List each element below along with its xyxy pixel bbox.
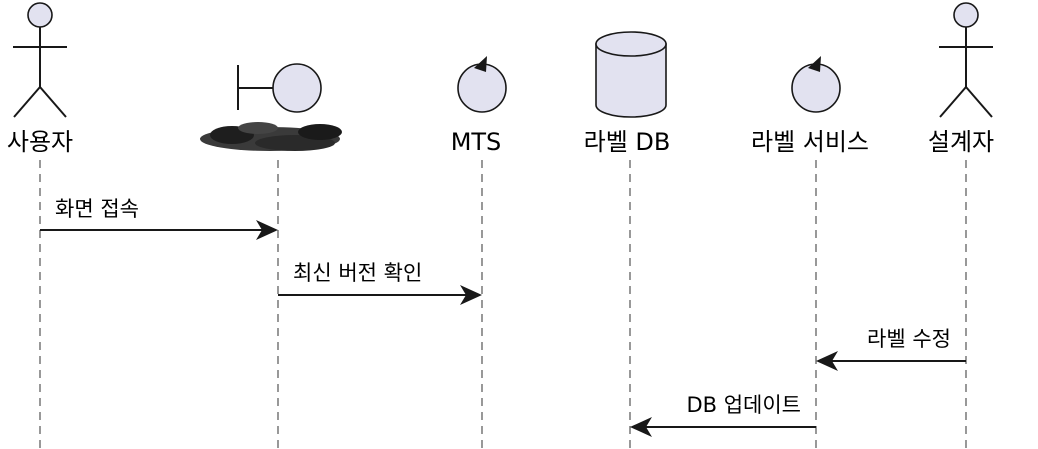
participant-label: 사용자	[7, 128, 73, 156]
arrow-right-icon	[256, 220, 278, 240]
message-4: DB 업데이트	[630, 393, 816, 437]
control-icon	[791, 56, 841, 113]
participant-label: 설계자	[928, 128, 994, 156]
message-label: 라벨 수정	[867, 327, 951, 351]
participant-label: 라벨 DB	[584, 128, 671, 156]
control-icon	[457, 56, 507, 113]
actor-icon	[939, 2, 993, 118]
participant-label-db: 라벨 DB	[584, 31, 671, 156]
arrow-left-icon	[816, 351, 838, 371]
participant-label-service: 라벨 서비스	[751, 56, 869, 156]
boundary-icon	[237, 63, 322, 113]
message-label: DB 업데이트	[686, 393, 801, 417]
message-label: 화면 접속	[55, 197, 139, 221]
participant-label: MTS	[451, 128, 502, 156]
redacted-label-scribble	[200, 122, 342, 151]
message-label: 최신 버전 확인	[293, 261, 422, 285]
database-icon	[595, 31, 667, 118]
participant-mts: MTS	[451, 56, 507, 156]
arrow-left-icon	[630, 417, 652, 437]
message-2: 최신 버전 확인	[278, 261, 482, 305]
message-1: 화면 접속	[40, 197, 278, 240]
arrow-right-icon	[460, 285, 482, 305]
lifelines	[39, 160, 967, 449]
participant-user: 사용자	[7, 2, 73, 156]
message-3: 라벨 수정	[816, 327, 966, 371]
participant-designer: 설계자	[928, 2, 994, 156]
participant-boundary	[200, 63, 342, 151]
actor-icon	[13, 2, 67, 118]
participant-label: 라벨 서비스	[751, 128, 869, 156]
